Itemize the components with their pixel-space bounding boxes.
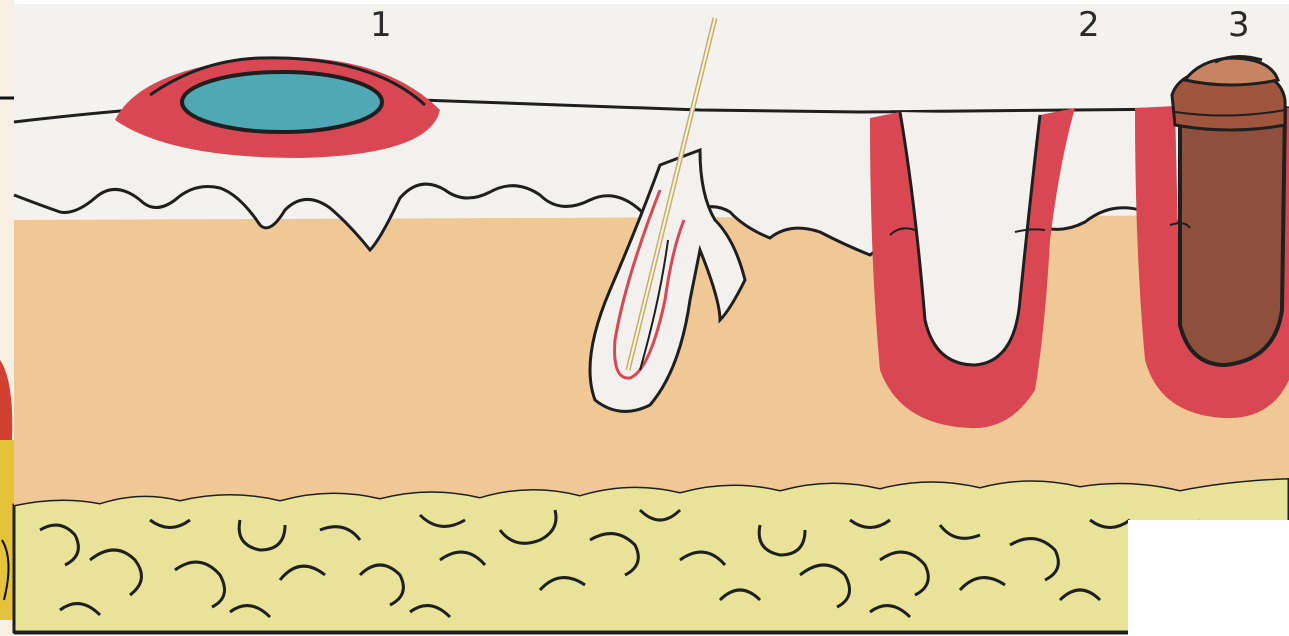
- label-2: 2: [1078, 5, 1100, 45]
- fat-layer: [14, 478, 1289, 632]
- label-1: 1: [370, 5, 392, 45]
- left-edge-fragment: [0, 0, 14, 636]
- crusted-ulcer-icon: [1135, 56, 1289, 418]
- blank-corner-patch: [1128, 520, 1289, 636]
- label-3: 3: [1228, 5, 1250, 45]
